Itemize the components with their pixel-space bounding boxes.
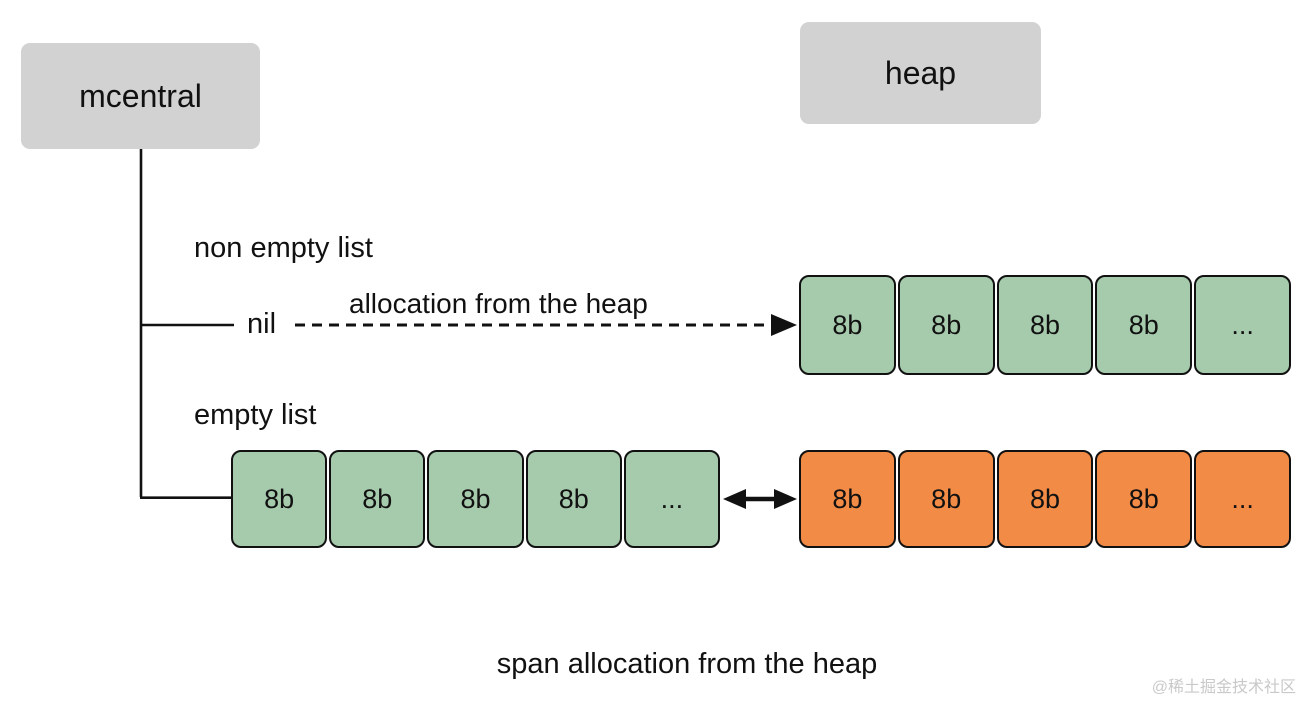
allocation-arrowhead-icon <box>771 314 797 336</box>
heap-node: heap <box>800 22 1041 124</box>
heap-span-row-bottom: 8b 8b 8b 8b ... <box>799 450 1291 548</box>
span-cell: 8b <box>996 275 1094 375</box>
span-cell-ellipsis: ... <box>623 450 721 548</box>
span-cell: 8b <box>525 450 622 548</box>
span-cell: 8b <box>799 450 896 548</box>
allocation-from-heap-label: allocation from the heap <box>349 288 648 319</box>
span-cell: 8b <box>897 450 995 548</box>
heap-node-label: heap <box>884 54 957 91</box>
mcentral-node-label: mcentral <box>79 77 202 114</box>
watermark-text: @稀土掘金技术社区 <box>1151 679 1296 696</box>
span-cell: 8b <box>799 275 896 375</box>
span-cell: 8b <box>996 450 1094 548</box>
span-cell: 8b <box>231 450 328 548</box>
non-empty-list-label: non empty list <box>194 232 373 264</box>
heap-span-row-top: 8b 8b 8b 8b ... <box>799 275 1291 375</box>
double-arrow-right-head-icon <box>774 489 797 509</box>
nil-label: nil <box>247 308 277 340</box>
span-cell-ellipsis: ... <box>1194 275 1291 375</box>
span-cell: 8b <box>1095 275 1193 375</box>
empty-list-label: empty list <box>194 399 317 431</box>
span-cell: 8b <box>329 450 426 548</box>
diagram-caption: span allocation from the heap <box>496 648 878 680</box>
span-cell-ellipsis: ... <box>1194 450 1291 548</box>
span-cell: 8b <box>427 450 524 548</box>
empty-list-span-row: 8b 8b 8b 8b ... <box>231 450 721 548</box>
span-cell: 8b <box>1095 450 1193 548</box>
mcentral-node: mcentral <box>21 43 260 149</box>
double-arrow-left-head-icon <box>723 489 746 509</box>
span-cell: 8b <box>897 275 995 375</box>
